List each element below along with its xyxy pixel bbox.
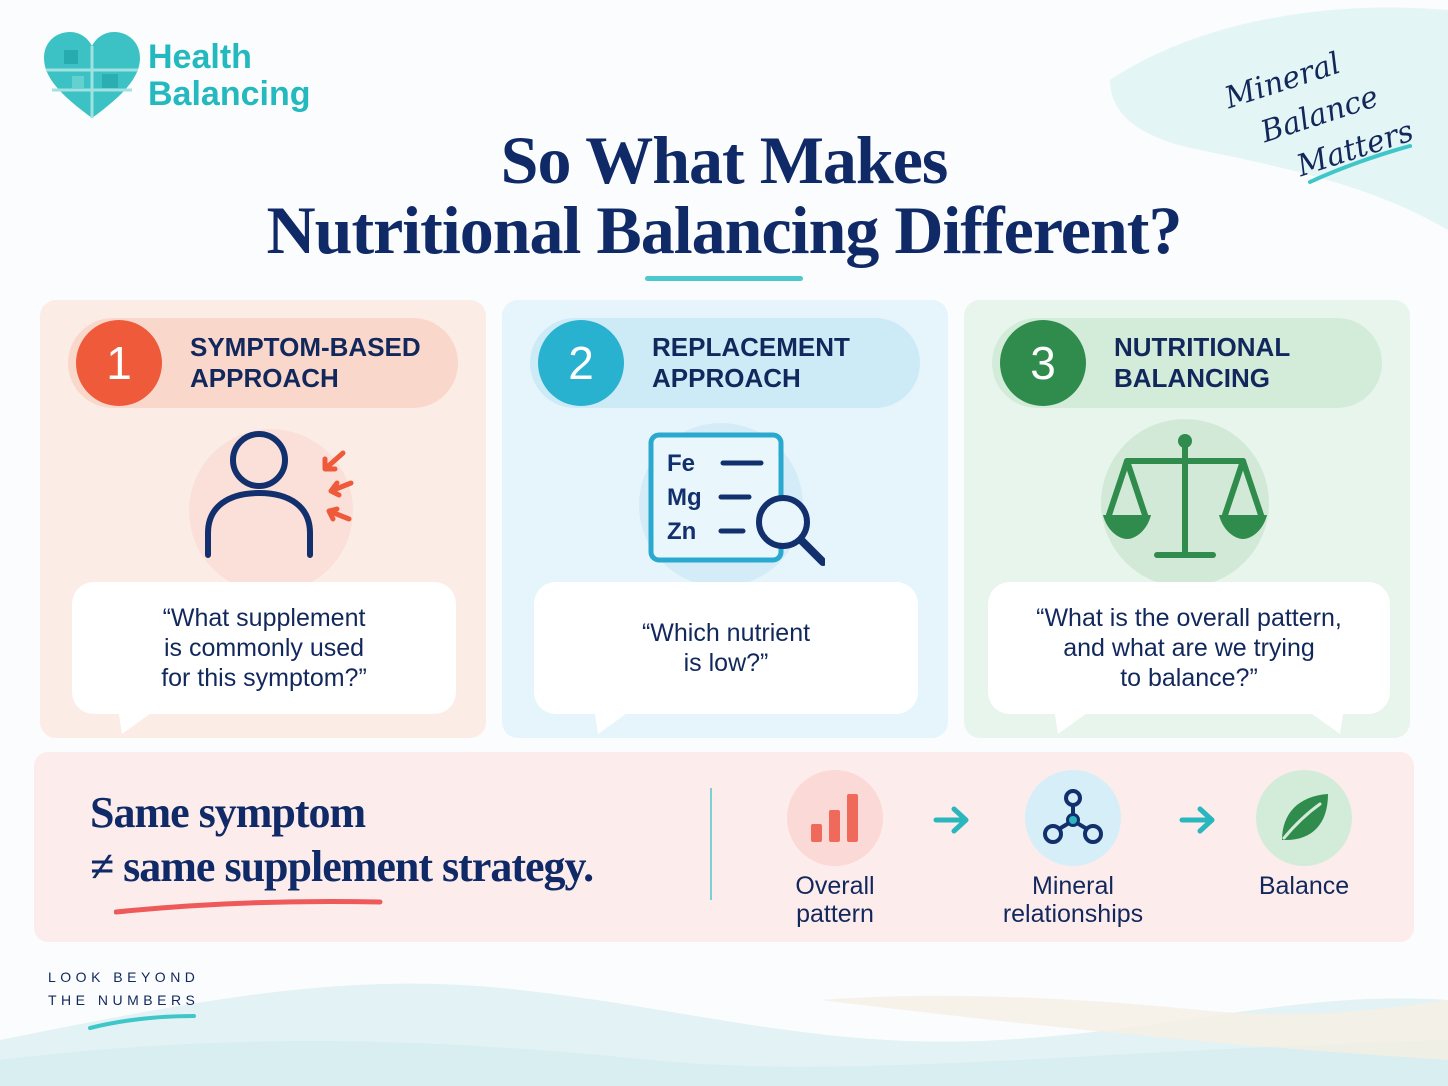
- step-mineral-relationships: Mineral relationships: [973, 770, 1173, 928]
- page-title-line2: Nutritional Balancing Different?: [266, 192, 1183, 268]
- summary-line2: ≠ same supplement strategy.: [90, 842, 594, 891]
- summary-underline: [114, 898, 383, 915]
- leaf-icon: [1256, 770, 1352, 866]
- bubble-tail: [118, 708, 158, 734]
- card-heading: SYMPTOM-BASED APPROACH: [190, 332, 421, 394]
- card-heading-line1: NUTRITIONAL: [1114, 332, 1291, 362]
- molecule-icon: [1025, 770, 1121, 866]
- brand-name: Health Balancing: [148, 39, 310, 113]
- footer-line2: THE NUMBERS: [48, 992, 200, 1008]
- card-heading: REPLACEMENT APPROACH: [652, 332, 850, 394]
- quote-bubble: “What is the overall pattern, and what a…: [988, 582, 1390, 714]
- quote-line: “Which nutrient: [641, 619, 811, 647]
- summary-line1: Same symptom: [90, 788, 366, 837]
- summary-statement: Same symptom ≠ same supplement strategy.: [90, 786, 594, 894]
- card-header: 1 SYMPTOM-BASED APPROACH: [68, 318, 458, 408]
- quote-bubble: “What supplement is commonly used for th…: [72, 582, 456, 714]
- nutrient-label-mg: Mg: [667, 484, 702, 511]
- card-symptom-based: 1 SYMPTOM-BASED APPROACH “What supplemen…: [40, 300, 486, 738]
- step-label: Balance: [1204, 872, 1404, 900]
- card-heading-line1: SYMPTOM-BASED: [190, 332, 421, 362]
- step-label: Mineral relationships: [973, 872, 1173, 928]
- brand-name-line2: Balancing: [148, 75, 311, 113]
- nutrient-label-zn: Zn: [667, 518, 696, 545]
- step-number-badge: 1: [76, 320, 162, 406]
- step-number-badge: 2: [538, 320, 624, 406]
- tagline: Mineral Balance Matters: [1220, 30, 1420, 190]
- step-number-badge: 3: [1000, 320, 1086, 406]
- bubble-tail: [1304, 708, 1344, 734]
- card-header: 3 NUTRITIONAL BALANCING: [992, 318, 1382, 408]
- arrow-right-icon: [1179, 806, 1215, 834]
- step-label-line2: pattern: [796, 900, 874, 928]
- balance-scale-icon: [1087, 415, 1287, 590]
- title-divider: [645, 276, 803, 281]
- page-title: So What Makes Nutritional Balancing Diff…: [0, 125, 1448, 265]
- bubble-tail: [1054, 708, 1094, 734]
- card-heading-line2: BALANCING: [1114, 363, 1270, 393]
- quote-line: “What supplement: [162, 604, 366, 632]
- quote-line: for this symptom?”: [161, 664, 367, 692]
- quote-bubble: “Which nutrient is low?”: [534, 582, 918, 714]
- card-replacement: 2 REPLACEMENT APPROACH Fe Mg Zn “Which n…: [502, 300, 948, 738]
- quote-line: to balance?”: [1120, 664, 1258, 692]
- page-title-line1: So What Makes: [500, 122, 949, 198]
- footer-line1: LOOK BEYOND: [48, 969, 200, 985]
- quote-line: “What is the overall pattern,: [1036, 604, 1342, 632]
- summary-band: Same symptom ≠ same supplement strategy.…: [34, 752, 1414, 942]
- quote-line: is commonly used: [163, 634, 365, 662]
- brand-name-line1: Health: [148, 38, 252, 76]
- tagline-underline: [1308, 144, 1412, 184]
- card-heading-line2: APPROACH: [652, 363, 801, 393]
- card-heading-line1: REPLACEMENT: [652, 332, 850, 362]
- quote-line: and what are we trying: [1063, 634, 1315, 662]
- quote-line: is low?”: [683, 649, 769, 677]
- brand-logo: Health Balancing: [42, 30, 310, 122]
- footer-caption: LOOK BEYOND THE NUMBERS: [48, 966, 200, 1030]
- step-label: Overall pattern: [735, 872, 935, 928]
- step-label-line2: relationships: [1002, 900, 1144, 928]
- bubble-tail: [594, 708, 634, 734]
- step-label-line1: Overall: [795, 872, 875, 900]
- bar-chart-icon: [787, 770, 883, 866]
- card-nutritional-balancing: 3 NUTRITIONAL BALANCING “What is the ove…: [964, 300, 1410, 738]
- nutrient-label-fe: Fe: [667, 450, 695, 477]
- arrow-right-icon: [933, 806, 969, 834]
- step-label-line1: Mineral: [1032, 872, 1114, 900]
- card-header: 2 REPLACEMENT APPROACH: [530, 318, 920, 408]
- person-pain-icon: [163, 415, 363, 593]
- footer-underline: [88, 1014, 196, 1030]
- card-heading: NUTRITIONAL BALANCING: [1114, 332, 1290, 394]
- step-overall-pattern: Overall pattern: [735, 770, 935, 928]
- band-divider: [710, 788, 712, 900]
- nutrient-list-search-icon: Fe Mg Zn: [625, 415, 827, 590]
- card-heading-line2: APPROACH: [190, 363, 339, 393]
- step-balance: Balance: [1204, 770, 1404, 900]
- step-label-line1: Balance: [1258, 872, 1350, 900]
- heart-puzzle-icon: [44, 32, 140, 118]
